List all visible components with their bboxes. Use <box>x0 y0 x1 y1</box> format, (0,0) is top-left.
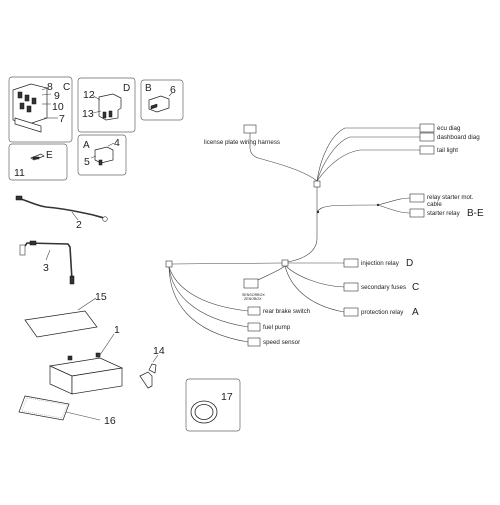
fuel-pump-label: fuel pump <box>263 324 291 331</box>
group-c-box: 8 9 10 7 C <box>8 76 73 143</box>
part-number-3: 3 <box>43 262 49 274</box>
part-number-8: 8 <box>47 81 53 93</box>
group-d-box: 12 13 D <box>77 77 136 133</box>
part-number-16: 16 <box>104 415 116 427</box>
relay-starter-cable-connector <box>409 193 425 203</box>
group-letter-e: E <box>46 150 53 161</box>
injection-relay-label: injection relay <box>361 260 400 267</box>
harness-upper-junction <box>313 180 321 188</box>
harness-mid-junction <box>281 259 289 267</box>
rear-brake-switch-connector <box>247 306 261 316</box>
secondary-fuses-group-tag: C <box>412 282 419 293</box>
part-number-6: 6 <box>170 84 176 96</box>
dashboard-diag-label: dashboard diag <box>437 134 480 141</box>
sensor-box-label-line2: ZENOBOX <box>244 297 262 301</box>
part-number-9: 9 <box>54 90 60 102</box>
battery-pad-part-15: 15 <box>24 291 107 338</box>
part-number-5: 5 <box>84 156 90 168</box>
relay-starter-label-line1: relay starter mot. <box>427 194 474 201</box>
license-plate-connector <box>243 124 257 134</box>
part-number-2: 2 <box>76 219 82 231</box>
protection-relay-label: protection relay <box>361 309 404 316</box>
secondary-fuses-label: secondary fuses <box>361 284 406 291</box>
part-number-1: 1 <box>114 324 120 336</box>
sensor-box-connector <box>243 278 259 289</box>
secondary-fuses-connector <box>343 282 359 292</box>
group-letter-d: D <box>123 83 130 94</box>
part-number-17: 17 <box>221 391 233 403</box>
ecu-diag-label: ecu diag <box>437 125 461 132</box>
ecu-diag-connector <box>419 123 435 133</box>
group-letter-a: A <box>83 140 90 151</box>
part-number-11: 11 <box>14 167 25 179</box>
tail-light-label: tail light <box>437 147 458 154</box>
group-a-box: 4 5 A <box>77 134 127 176</box>
tail-light-connector <box>419 145 435 155</box>
protection-relay-group-tag: A <box>412 307 419 318</box>
starter-relay-label: starter relay <box>427 210 461 217</box>
speed-sensor-label: speed sensor <box>263 339 300 346</box>
part-number-13: 13 <box>82 108 94 120</box>
part-number-7: 7 <box>59 113 65 125</box>
group-e-box: 11 E <box>8 143 68 181</box>
cable-part-3: 3 <box>19 240 75 285</box>
connector-part-14: 14 <box>139 345 165 389</box>
license-plate-wiring-label: license plate wiring harness <box>204 139 280 146</box>
cable-part-2: 2 <box>15 195 108 231</box>
group-letter-c: C <box>63 82 70 93</box>
dashboard-diag-connector <box>419 132 435 142</box>
grommet-part-17: 17 <box>185 378 241 432</box>
part-number-15: 15 <box>95 291 107 303</box>
wiring-harness-schematic: license plate wiring harness ecu diag da… <box>165 123 484 347</box>
battery-part-1: 1 <box>48 324 124 395</box>
part-number-10: 10 <box>52 101 64 113</box>
injection-relay-group-tag: D <box>406 258 413 269</box>
harness-left-junction <box>165 260 173 268</box>
sensor-box-label-line1: SENSORBOX <box>242 293 265 297</box>
starter-relay-group-tag: B-E <box>467 208 484 219</box>
rear-brake-switch-label: rear brake switch <box>263 308 311 315</box>
battery-pad-part-16: 16 <box>18 395 116 427</box>
group-letter-b: B <box>145 83 152 94</box>
speed-sensor-connector <box>247 337 261 347</box>
injection-relay-connector <box>343 258 359 268</box>
group-b-box: 6 B <box>140 79 184 121</box>
protection-relay-connector <box>343 307 359 317</box>
relay-starter-label-line2: cable <box>427 201 442 208</box>
part-number-12: 12 <box>83 89 95 101</box>
part-number-4: 4 <box>114 137 120 149</box>
part-number-14: 14 <box>153 345 165 357</box>
starter-relay-connector <box>409 208 425 218</box>
fuel-pump-connector <box>247 322 261 332</box>
